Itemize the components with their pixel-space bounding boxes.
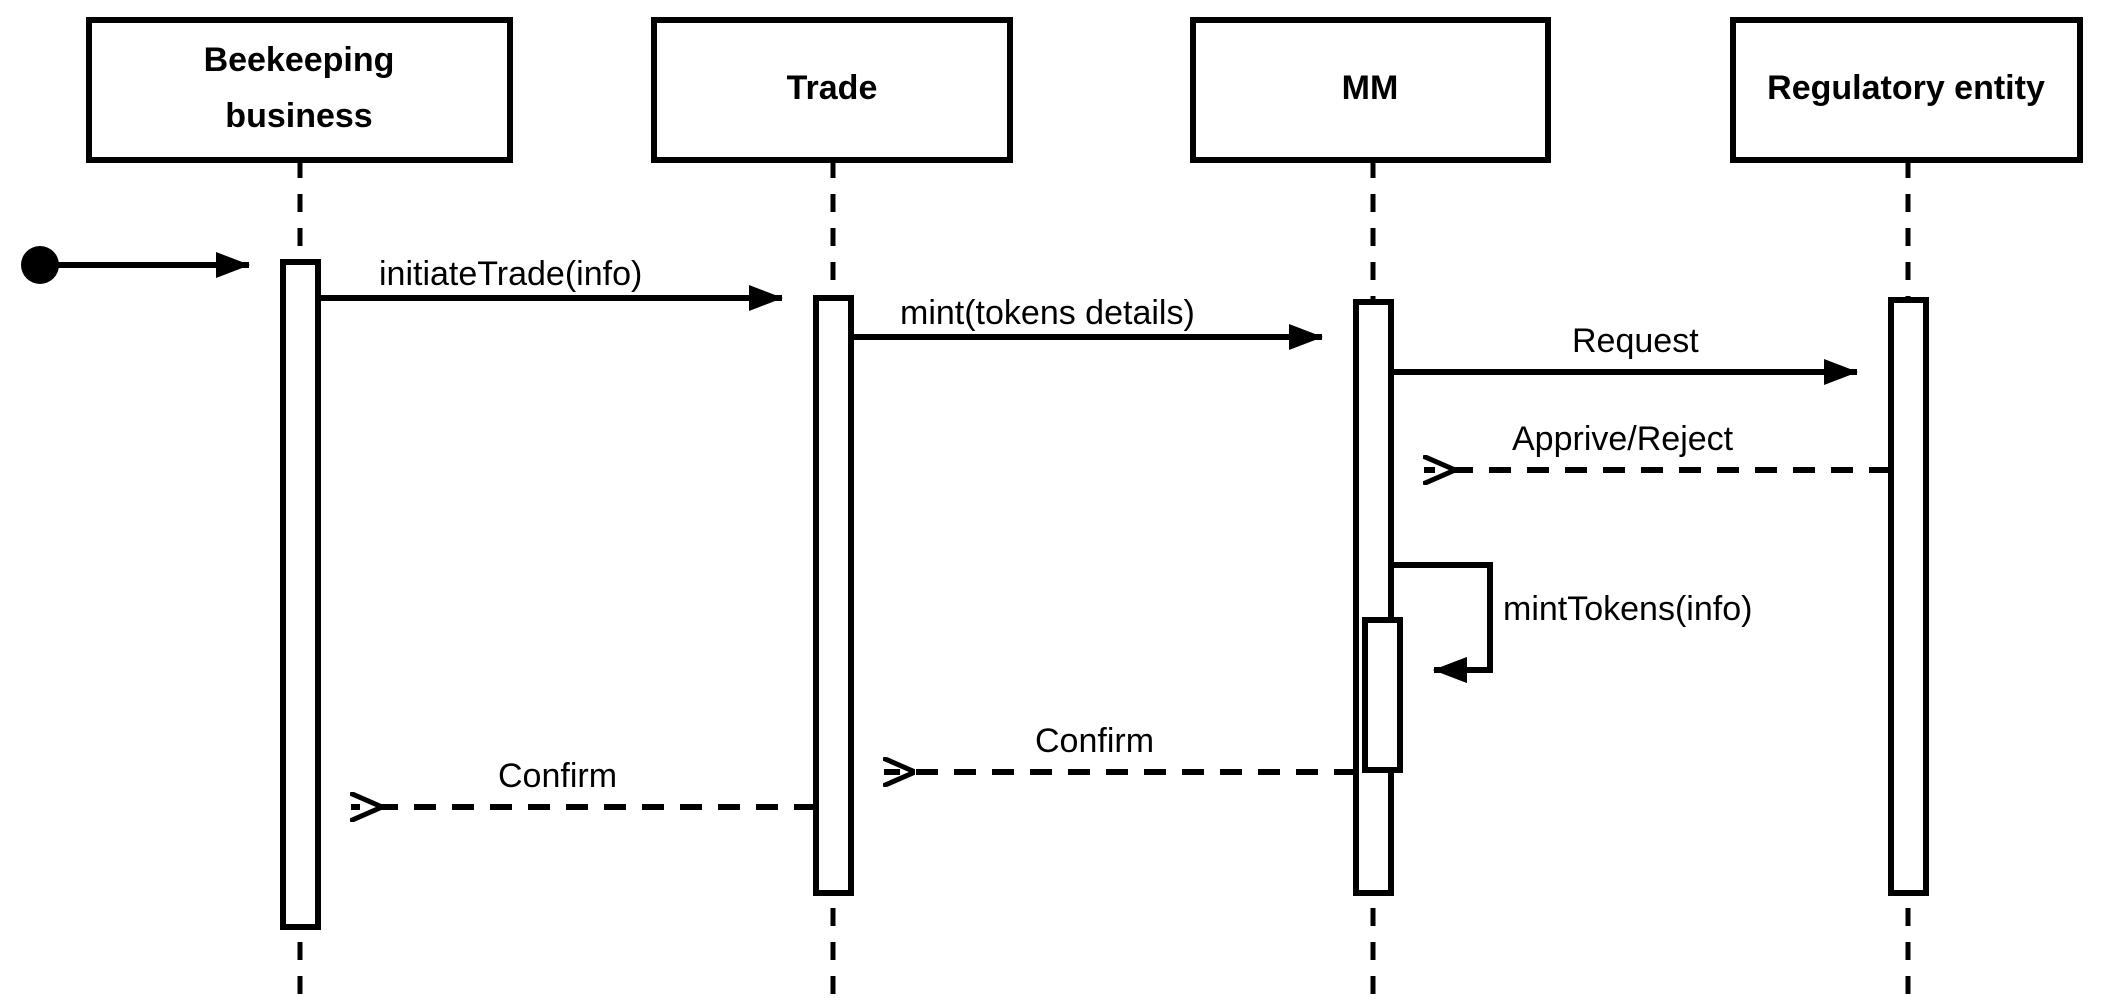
activation-bar-mm-nested	[1362, 617, 1403, 773]
start-dot-icon	[21, 246, 59, 284]
message-mint[interactable]: mint(tokens details)	[851, 294, 1323, 350]
activation-bar-mm	[1353, 299, 1394, 896]
message-label-mint-tokens-self: mintTokens(info)	[1503, 590, 1752, 628]
message-mint-tokens-self[interactable]: mintTokens(info)	[1391, 562, 1752, 683]
message-label-confirm-mm-trade: Confirm	[1035, 722, 1154, 760]
participant-regulatory[interactable]: Regulatory entity	[1730, 17, 2083, 163]
message-label-mint: mint(tokens details)	[900, 294, 1195, 332]
participant-label-trade: Trade	[787, 69, 878, 107]
participant-mm[interactable]: MM	[1190, 17, 1551, 163]
message-arrow-mint-tokens-self[interactable]	[1391, 562, 1493, 683]
message-label-approve-reject: Apprive/Reject	[1512, 420, 1734, 458]
participant-label-beekeeping-line2: business	[225, 97, 372, 135]
activation-bar-trade	[813, 295, 854, 896]
message-confirm-trade-beekeeping[interactable]: Confirm	[351, 757, 816, 807]
participant-box-regulatory[interactable]	[1730, 17, 2083, 163]
message-label-initiate-trade: initiateTrade(info)	[379, 255, 642, 293]
activation-bars	[280, 259, 1929, 930]
participant-beekeeping[interactable]: Beekeeping business	[86, 17, 513, 163]
participant-label-beekeeping-line1: Beekeeping	[204, 41, 395, 79]
participant-box-beekeeping[interactable]	[86, 17, 513, 163]
message-initiate-trade[interactable]: initiateTrade(info)	[318, 255, 783, 311]
message-label-request: Request	[1572, 322, 1699, 360]
message-label-confirm-trade-beekeeping: Confirm	[498, 757, 617, 795]
message-confirm-mm-trade[interactable]: Confirm	[884, 722, 1356, 772]
participant-box-trade[interactable]	[651, 17, 1013, 163]
participant-label-regulatory: Regulatory entity	[1767, 69, 2045, 107]
participant-box-mm[interactable]	[1190, 17, 1551, 163]
participant-trade[interactable]: Trade	[651, 17, 1013, 163]
message-approve-reject[interactable]: Apprive/Reject	[1424, 420, 1891, 470]
message-request[interactable]: Request	[1391, 322, 1858, 385]
participant-label-mm: MM	[1342, 69, 1399, 107]
activation-bar-regulatory	[1888, 297, 1929, 896]
start-marker	[21, 246, 250, 284]
activation-bar-beekeeping	[280, 259, 321, 930]
